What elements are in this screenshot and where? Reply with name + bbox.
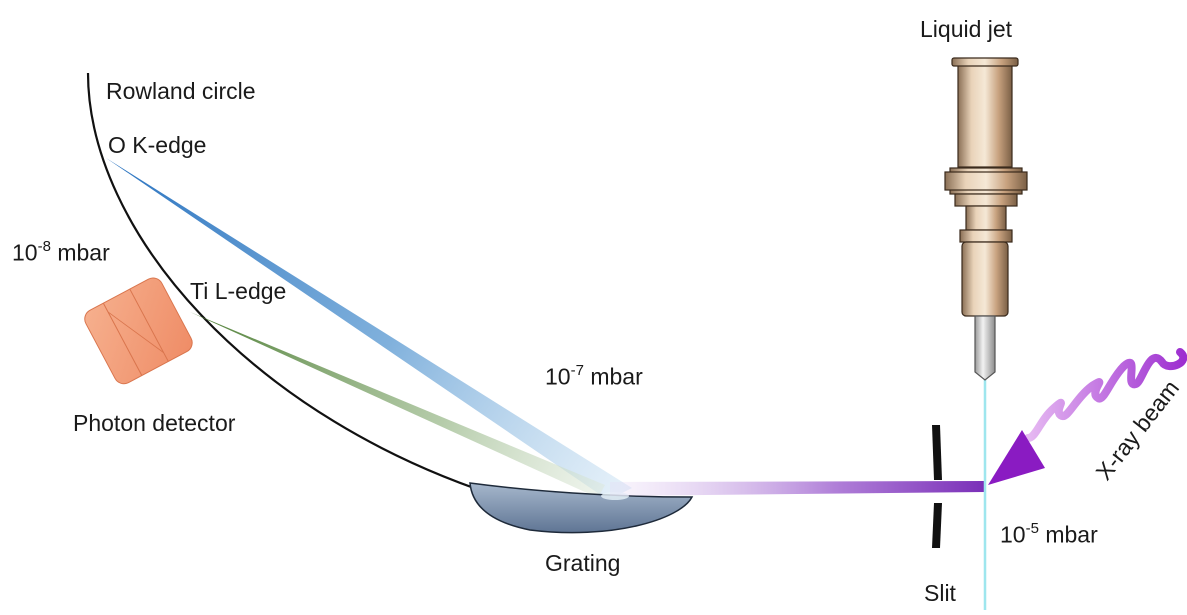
pressure-detector: 10-8 mbar xyxy=(12,238,110,266)
ti-ledge-beam xyxy=(190,312,605,498)
xray-wave xyxy=(1024,348,1187,442)
pressure-sample-exp: -5 xyxy=(1025,520,1039,537)
label-ti-ledge: Ti L-edge xyxy=(190,278,287,304)
photon-detector xyxy=(84,277,193,385)
pressure-spectrometer-base: 10 xyxy=(545,363,571,390)
label-slit: Slit xyxy=(924,580,956,606)
label-rowland-circle: Rowland circle xyxy=(106,78,256,104)
xray-incident-beam xyxy=(610,481,985,496)
slit-lower-blade xyxy=(932,503,942,548)
o-kedge-beam xyxy=(106,158,632,500)
pressure-sample-base: 10 xyxy=(1000,521,1026,548)
label-o-kedge: O K-edge xyxy=(108,132,207,158)
pressure-sample-unit: mbar xyxy=(1038,521,1098,548)
slit-upper-blade xyxy=(932,425,942,480)
liquid-jet-nozzle xyxy=(944,57,1028,381)
label-liquid-jet: Liquid jet xyxy=(920,16,1013,42)
label-grating: Grating xyxy=(545,550,621,576)
xray-arrow-head xyxy=(988,430,1045,485)
pressure-detector-unit: mbar xyxy=(50,239,110,266)
rowland-circle-arc xyxy=(86,72,511,502)
label-photon-detector: Photon detector xyxy=(73,410,236,436)
pressure-spectrometer-unit: mbar xyxy=(583,363,643,390)
pressure-spectrometer: 10-7 mbar xyxy=(545,362,643,390)
pressure-sample: 10-5 mbar xyxy=(1000,520,1098,548)
pressure-detector-base: 10 xyxy=(12,239,38,266)
pressure-spectrometer-exp: -7 xyxy=(570,362,584,379)
grating xyxy=(469,482,694,534)
pressure-detector-exp: -8 xyxy=(37,238,51,255)
